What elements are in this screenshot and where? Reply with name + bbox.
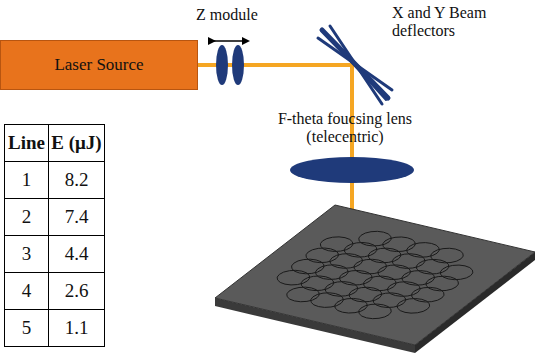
table-cell: 2 — [22, 206, 32, 228]
table-cell: 5 — [22, 317, 32, 339]
table-cell: Line — [8, 132, 45, 154]
lens — [232, 45, 244, 85]
table-cell: E (μJ) — [51, 132, 101, 154]
component-label: Z module — [196, 6, 286, 24]
table-cell: 3 — [22, 243, 32, 265]
energy-table: Line E (μJ) 1 8.2 2 7.4 3 4.4 4 2.6 5 1.1 — [4, 124, 105, 347]
node-label: Laser Source — [54, 55, 143, 75]
table-cell: 1.1 — [65, 317, 89, 339]
double-arrow — [214, 40, 248, 42]
component-label: X and Y Beam deflectors — [392, 4, 512, 39]
table-cell: 4 — [22, 280, 32, 302]
component-label: F-theta foucsing lens (telecentric) — [270, 110, 420, 145]
beam-deflectors — [318, 26, 392, 104]
lens — [216, 45, 228, 85]
table-cell: 2.6 — [65, 280, 89, 302]
f-theta-lens — [290, 157, 414, 183]
table-cell: 7.4 — [65, 206, 89, 228]
table-cell: 1 — [22, 169, 32, 191]
table-cell: 4.4 — [65, 243, 89, 265]
laser-box: Laser Source — [0, 40, 198, 90]
table-cell: 8.2 — [65, 169, 89, 191]
sample-plate — [215, 205, 535, 353]
